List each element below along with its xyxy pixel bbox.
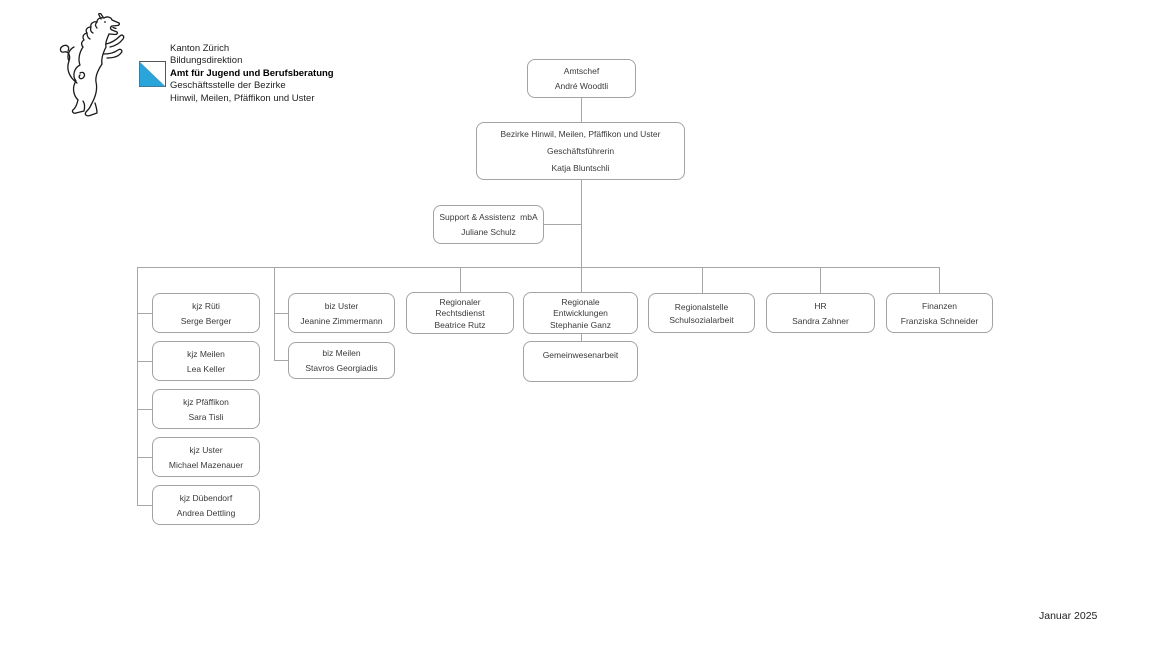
connector-rechtsdienst-drop	[460, 267, 461, 293]
node-role: Geschäftsführerin	[546, 146, 615, 156]
node-unit: Regionalstelle	[674, 301, 729, 312]
node-person: Michael Mazenauer	[168, 459, 244, 470]
connector-gf-row	[581, 180, 582, 293]
org-node-kjz-meilen: kjz Meilen Lea Keller	[152, 341, 260, 381]
node-unit: kjz Meilen	[187, 348, 225, 359]
node-person: Sara Tisli	[188, 411, 224, 422]
canton-shield-icon	[139, 61, 166, 87]
connector-finanzen-drop	[939, 267, 940, 293]
node-unit: kjz Rüti	[192, 300, 220, 311]
node-unit-2: Entwicklungen	[553, 308, 608, 318]
connector-hr-drop	[820, 267, 821, 293]
node-unit: Finanzen	[922, 300, 957, 311]
connector-kjz-vertical	[137, 267, 138, 505]
org-node-kjz-duebendorf: kjz Dübendorf Andrea Dettling	[152, 485, 260, 525]
connector-kjz-stub-4	[137, 457, 152, 458]
node-unit: Support & Assistenz mbA	[439, 212, 538, 222]
letterhead-bezirke: Hinwil, Meilen, Pfäffikon und Uster	[170, 92, 315, 104]
org-node-kjz-pfaeffikon: kjz Pfäffikon Sara Tisli	[152, 389, 260, 429]
node-person: Serge Berger	[180, 315, 232, 326]
node-unit: kjz Uster	[189, 444, 223, 455]
node-person: Sandra Zahner	[792, 315, 849, 326]
node-person: Stephanie Ganz	[550, 319, 611, 330]
node-unit-2: Rechtsdienst	[435, 308, 485, 318]
connector-support-stub	[544, 224, 581, 225]
connector-biz-stub-2	[274, 360, 288, 361]
connector-kjz-stub-2	[137, 361, 152, 362]
connector-regionalstelle-drop	[702, 267, 703, 293]
node-person: Franziska Schneider	[900, 315, 979, 326]
zurich-lion-icon	[59, 13, 125, 117]
node-person: André Woodtli	[554, 81, 609, 91]
org-node-geschaeftsstelle: Bezirke Hinwil, Meilen, Pfäffikon und Us…	[476, 122, 685, 180]
node-unit: kjz Pfäffikon	[183, 396, 229, 407]
letterhead-canton: Kanton Zürich	[170, 43, 230, 54]
org-node-gemeinwesenarbeit: Gemeinwesenarbeit	[523, 341, 638, 382]
node-person: Jeanine Zimmermann	[300, 315, 383, 326]
node-role: Amtschef	[563, 66, 600, 76]
connector-amtschef-gf	[581, 98, 582, 122]
connector-kjz-stub-5	[137, 505, 152, 506]
node-unit: Regionaler	[439, 296, 481, 307]
node-unit: biz Meilen	[322, 348, 361, 358]
node-unit-2: Schulsozialarbeit	[669, 314, 734, 325]
document-date: Januar 2025	[1039, 610, 1098, 622]
node-unit: kjz Dübendorf	[179, 492, 233, 503]
letterhead: Kanton Zürich Bildungsdirektion Amt für …	[170, 43, 334, 105]
connector-kjz-stub-1	[137, 313, 152, 314]
node-person: Juliane Schulz	[461, 227, 516, 237]
node-unit: biz Uster	[324, 300, 359, 311]
org-node-biz-meilen: biz Meilen Stavros Georgiadis	[288, 342, 395, 379]
connector-gemeinwesen-drop	[581, 333, 582, 341]
connector-biz-stub-1	[274, 313, 288, 314]
org-node-finanzen: Finanzen Franziska Schneider	[886, 293, 993, 333]
node-person: Beatrice Rutz	[434, 319, 486, 330]
org-node-biz-uster: biz Uster Jeanine Zimmermann	[288, 293, 395, 333]
node-person: Lea Keller	[186, 363, 226, 374]
node-person: Andrea Dettling	[176, 507, 236, 518]
org-node-rechtsdienst: Regionaler Rechtsdienst Beatrice Rutz	[406, 292, 514, 334]
org-node-hr: HR Sandra Zahner	[766, 293, 875, 333]
node-unit: Gemeinwesenarbeit	[542, 350, 619, 360]
node-unit: Bezirke Hinwil, Meilen, Pfäffikon und Us…	[500, 129, 661, 139]
node-unit: HR	[814, 300, 827, 311]
org-node-regionalstelle-schulsozialarbeit: Regionalstelle Schulsozialarbeit	[648, 293, 755, 333]
node-person: Stavros Georgiadis	[305, 363, 378, 373]
node-person: Katja Bluntschli	[551, 163, 610, 173]
org-node-amtschef: Amtschef André Woodtli	[527, 59, 636, 98]
connector-main-horizontal	[137, 267, 939, 268]
org-node-kjz-uster: kjz Uster Michael Mazenauer	[152, 437, 260, 477]
org-node-entwicklungen: Regionale Entwicklungen Stephanie Ganz	[523, 292, 638, 334]
letterhead-direktion: Bildungsdirektion	[170, 55, 243, 67]
connector-kjz-stub-3	[137, 409, 152, 410]
node-unit: Regionale	[561, 296, 600, 307]
org-node-kjz-rueti: kjz Rüti Serge Berger	[152, 293, 260, 333]
org-node-support-assistenz: Support & Assistenz mbA Juliane Schulz	[433, 205, 544, 244]
letterhead-geschaeftsstelle: Geschäftsstelle der Bezirke	[170, 80, 286, 92]
letterhead-amt: Amt für Jugend und Berufsberatung	[170, 67, 334, 79]
